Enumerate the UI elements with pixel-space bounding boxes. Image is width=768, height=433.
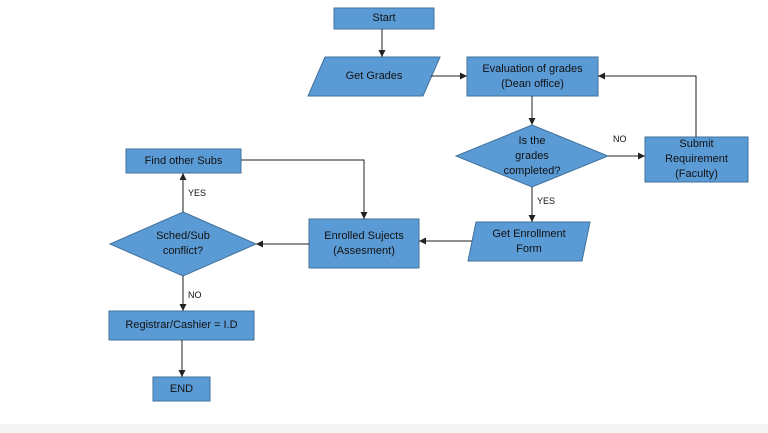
connector-find-subs-to-enrolled (241, 159, 368, 219)
find-other-subs-shape (125, 148, 242, 174)
bottom-border-strip (0, 424, 768, 433)
edge-label-no-registrar: NO (188, 290, 202, 300)
connector-submit-to-evaluation (598, 72, 697, 137)
end-node-shape (152, 376, 211, 402)
end-node: END (169, 382, 194, 395)
edge-label-yes-find-subs: YES (188, 188, 207, 198)
get-enrollment-form-node: Get Enrollment Form (492, 227, 566, 255)
grades-completed-decision: Is the grades completed? (503, 134, 561, 177)
evaluation-node: Evaluation of grades (Dean office) (482, 62, 583, 90)
registrar-node: Registrar/Cashier = I.D (125, 319, 238, 331)
edge-label-no-submit: NO (613, 134, 627, 144)
evaluation-node-shape (466, 56, 599, 97)
registrar-node-shape (108, 310, 255, 341)
start-node: Start (372, 12, 396, 24)
submit-requirement-node: Submit Requirement (Faculty) (665, 138, 728, 180)
get-enrollment-form-shape (467, 221, 591, 262)
find-other-subs-node: Find other Subs (144, 154, 223, 167)
sched-conflict-decision: Sched/Sub conflict? (156, 230, 210, 257)
enrolled-subjects-node: Enrolled Sujects (Assesment) (324, 229, 404, 257)
edge-label-yes-enrollment: YES (537, 196, 556, 206)
get-grades-shape (307, 56, 441, 97)
start-node-shape (333, 7, 435, 30)
submit-requirement-shape (644, 136, 749, 183)
get-grades-node: Get Grades (345, 70, 403, 82)
